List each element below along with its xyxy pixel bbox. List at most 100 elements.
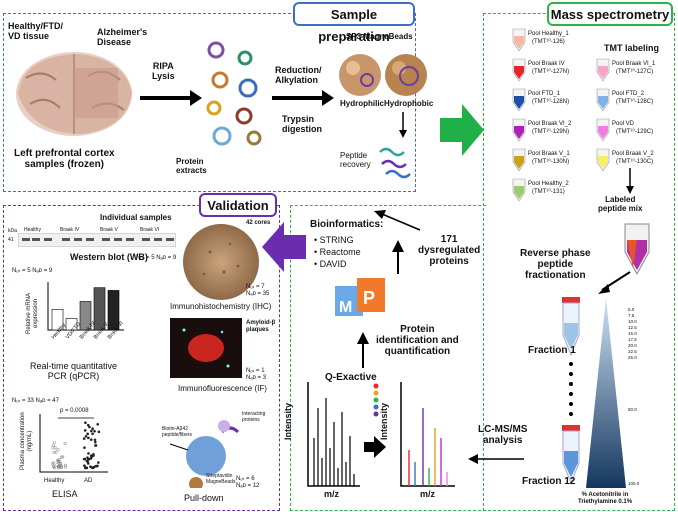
tmt-right-tube-label-2: Pool VD xyxy=(612,121,635,127)
western-blot-image xyxy=(18,233,176,247)
gradient-tick-5: 17.5 xyxy=(628,337,637,342)
ad-label: Alzheimer's Disease xyxy=(97,27,148,47)
elisa-point-ad xyxy=(84,466,87,469)
acetonitrile-gradient xyxy=(586,298,626,488)
tmt-right-tube-tag-1: (TMT¹⁰-128C) xyxy=(616,99,654,105)
elisa-point-ad xyxy=(83,457,87,461)
elisa-point-healthy xyxy=(56,448,60,452)
spectrum-ms2 xyxy=(400,382,455,487)
elisa-point-ad xyxy=(89,457,93,460)
elisa-point-healthy xyxy=(59,465,63,469)
if-n: Nₒₜ = 1 Nₐᴅ = 3 xyxy=(246,368,267,381)
if-label: Amyloid-β plaques xyxy=(246,320,276,333)
mass-spec-panel-bottom xyxy=(290,205,486,511)
elisa-point-ad xyxy=(86,462,90,465)
tmt-left-tube-tag-0: (TMT¹⁰-126) xyxy=(532,39,565,45)
elisa-point-healthy xyxy=(58,460,62,464)
elisa-point-ad xyxy=(86,457,90,461)
fraction1-label: Fraction 1 xyxy=(528,345,576,356)
elisa-point-ad xyxy=(89,438,93,441)
bead-hydrophilic xyxy=(339,54,381,96)
gradient-tick-4: 15.0 xyxy=(628,331,637,336)
elisa-point-ad xyxy=(88,425,91,429)
pd-beads: Streptavidin MagneBeads xyxy=(206,473,236,485)
if-caption: Immunofluorescence (IF) xyxy=(178,384,267,393)
step-reduction: Reduction/ Alkylation xyxy=(275,65,322,85)
svg-text:M: M xyxy=(339,299,352,316)
arrow-bioinf xyxy=(374,210,421,231)
elisa-point-ad xyxy=(89,465,92,468)
qpcr-n: Nₒₜ = 5 Nₐᴅ = 9 xyxy=(12,268,53,274)
elisa-point-ad xyxy=(97,461,100,464)
elisa-point-ad xyxy=(82,437,86,440)
elisa-point-ad xyxy=(84,434,88,438)
elisa-point-ad xyxy=(96,423,100,426)
hydrophobic-label: Hydrophobic xyxy=(384,99,434,108)
elisa-ylabel: Plasma concentration (ng/mL) xyxy=(20,412,33,470)
tmt-left-tube-label-4: Pool Braak V_1 xyxy=(528,151,570,157)
tmt-left-tube-label-2: Pool FTD_1 xyxy=(528,91,561,97)
elisa-point-healthy xyxy=(56,460,60,464)
elisa-cat-ad: AD xyxy=(84,478,93,484)
gradient-tick-10: 100.0 xyxy=(628,481,640,486)
tmt-right-tube-tag-2: (TMT¹⁰-129C) xyxy=(616,129,654,135)
wb-41: 41 xyxy=(8,237,14,243)
elisa-point-ad xyxy=(92,452,95,456)
tmt-right-tube-tag-0: (TMT¹⁰-127C) xyxy=(616,69,654,75)
cortex-caption: Left prefrontal cortex samples (frozen) xyxy=(14,148,115,170)
gradient-tick-7: 22.5 xyxy=(628,349,637,354)
dysregulated-label: 171 dysregulated proteins xyxy=(418,234,481,267)
elisa-point-healthy xyxy=(59,455,64,459)
gradient-tick-2: 10.0 xyxy=(628,319,637,324)
elisa-point-healthy xyxy=(56,458,60,462)
tmt-left-tube-label-3: Pool Braak VI_2 xyxy=(528,121,572,127)
gradient-tick-6: 20.0 xyxy=(628,343,637,348)
protein-id-label: Protein identification and quantificatio… xyxy=(376,324,459,357)
hydrophilic-label: Hydrophilic xyxy=(340,99,385,108)
protein-extracts-label: Protein extracts xyxy=(176,157,207,175)
elisa-n: Nₒₜ = 33 Nₐᴅ = 47 xyxy=(12,398,59,404)
elisa-point-healthy xyxy=(56,466,60,470)
tmt-left-tube-label-1: Pool Braak IV xyxy=(528,61,565,67)
elisa-point-healthy xyxy=(63,441,67,446)
fraction1-tube xyxy=(562,297,580,357)
pd-caption: Pull-down xyxy=(184,493,224,503)
bioinf-item-string: • STRING xyxy=(314,235,354,245)
step-trypsin: Trypsin digestion xyxy=(282,114,322,134)
tmt-left-tube-1 xyxy=(512,58,526,87)
elisa-point-healthy xyxy=(52,465,56,469)
tmt-left-tube-3 xyxy=(512,118,526,147)
elisa-point-healthy xyxy=(51,462,55,466)
ms2-intensity: Intensity xyxy=(379,402,389,440)
wb-n: Nₒₜ = 5 Nₐᴅ = 9 xyxy=(136,255,177,261)
elisa-point-ad xyxy=(83,446,86,449)
tmt-right-tube-2 xyxy=(596,118,610,147)
validation-panel xyxy=(3,205,280,511)
ihc-n: Nₒₜ = 7 Nₐᴅ = 35 xyxy=(246,284,270,297)
tmt-left-tube-tag-3: (TMT¹⁰-129N) xyxy=(532,129,570,135)
sample-prep-header: Sample preparation xyxy=(293,2,415,44)
elisa-point-ad xyxy=(92,465,96,469)
elisa-point-healthy xyxy=(52,441,56,445)
tmt-left-tube-tag-4: (TMT¹⁰-130N) xyxy=(532,159,570,165)
elisa-point-ad xyxy=(91,427,94,431)
tmt-right-tube-tag-3: (TMT¹⁰-130C) xyxy=(616,159,654,165)
tmt-left-tube-4 xyxy=(512,148,526,177)
elisa-point-ad xyxy=(86,423,90,427)
wb-caption: Western blot (WB) xyxy=(70,252,148,262)
mq-perseus-logo: M P xyxy=(335,278,385,316)
tmt-left-tube-label-5: Pool Healthy_2 xyxy=(528,181,569,187)
qpcr-bar-3 xyxy=(93,287,106,331)
arrow-mix-fraction xyxy=(598,271,631,294)
elisa-point-ad xyxy=(93,438,97,442)
arrow-reduction xyxy=(272,90,334,106)
tmt-left-tube-label-0: Pool Healthy_1 xyxy=(528,31,569,37)
elisa-point-ad xyxy=(84,421,87,424)
peptides-image xyxy=(379,147,411,179)
arrow-ms1-ms2 xyxy=(364,436,386,458)
ihc-caption: Immunohistochemistry (IHC) xyxy=(170,302,272,311)
elisa-point-healthy xyxy=(51,444,55,448)
pd-n: Nₒₜ = 6 Nₐᴅ = 12 xyxy=(236,476,260,489)
elisa-point-healthy xyxy=(58,462,62,466)
elisa-point-ad xyxy=(97,430,101,434)
